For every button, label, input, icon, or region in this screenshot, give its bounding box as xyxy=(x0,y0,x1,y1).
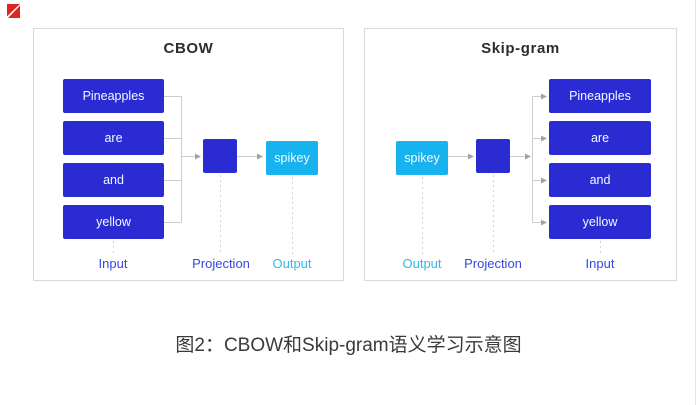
figure-caption: 图2：CBOW和Skip-gram语义学习示意图 xyxy=(175,335,522,356)
cbow-output-label: Output xyxy=(272,256,312,271)
skipgram-input-word-box: are xyxy=(549,121,651,155)
skipgram-input-word-box: yellow xyxy=(549,205,651,239)
red-corner-icon xyxy=(7,4,20,18)
cbow-projection-box xyxy=(203,139,237,173)
cbow-input-word-box: yellow xyxy=(63,205,164,239)
skipgram-panel: Skip-gram spikey Pineapples are and yell… xyxy=(364,28,677,281)
skipgram-input-word-box: and xyxy=(549,163,651,197)
skipgram-input-label: Input xyxy=(585,256,615,271)
skipgram-connector-lines xyxy=(422,93,601,255)
cbow-input-word-box: and xyxy=(63,163,164,197)
cbow-input-label: Input xyxy=(98,256,128,271)
skipgram-output-label: Output xyxy=(402,256,442,271)
page-edge-divider xyxy=(695,0,696,405)
skipgram-panel-title: Skip-gram xyxy=(481,40,560,57)
skipgram-projection-box xyxy=(476,139,510,173)
cbow-input-word-box: are xyxy=(63,121,164,155)
cbow-connector-lines xyxy=(113,96,293,255)
cbow-panel: CBOW Pineapples are and yellow spikey In… xyxy=(33,28,344,281)
cbow-input-word-box: Pineapples xyxy=(63,79,164,113)
cbow-output-word-box: spikey xyxy=(266,141,318,175)
cbow-projection-label: Projection xyxy=(192,256,250,271)
skipgram-output-word-box: spikey xyxy=(396,141,448,175)
skipgram-projection-label: Projection xyxy=(464,256,522,271)
cbow-panel-title: CBOW xyxy=(163,40,214,57)
skipgram-input-word-box: Pineapples xyxy=(549,79,651,113)
red-corner-icon-part xyxy=(8,5,20,18)
